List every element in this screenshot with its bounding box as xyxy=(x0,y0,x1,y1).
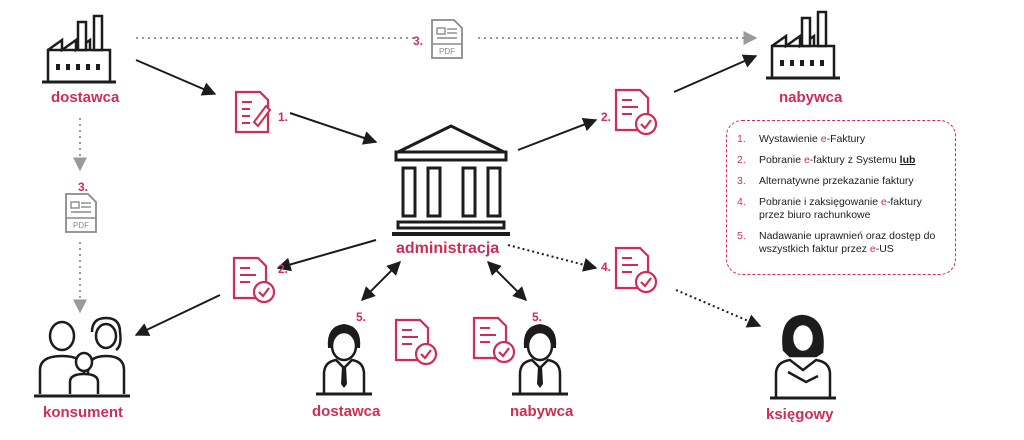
invoice-access-icon-left xyxy=(394,318,438,366)
step-number-5-right: 5. xyxy=(532,310,543,324)
legend-item-2: 2. Pobranie e-faktury z Systemu lub xyxy=(737,154,916,166)
invoice-download-icon-right xyxy=(614,88,658,136)
arrow-dotted-doc4-to-accountant xyxy=(675,289,762,328)
arrow-doc2-to-consumer xyxy=(134,294,221,336)
arrow-admin-to-doc2 xyxy=(517,117,598,151)
step-number-4: 4. xyxy=(601,260,612,274)
legend-item-5: 5. Nadawanie uprawnień oraz dostęp do ws… xyxy=(737,230,936,255)
legend-item-4: 4. Pobranie i zaksięgowanie e-faktury pr… xyxy=(737,196,922,221)
legend-item-3: 3. Alternatywne przekazanie faktury xyxy=(737,175,914,187)
step-number-3-top: 3. xyxy=(413,34,424,48)
arrow-doc2-to-buyer xyxy=(673,54,758,93)
arrow-admin-supplier-bidirectional xyxy=(361,261,401,301)
step-number-3-left: 3. xyxy=(78,180,89,194)
arrow-dotted-admin-to-doc4 xyxy=(507,244,598,272)
factory-supplier-icon xyxy=(40,14,118,84)
arrow-invoice-to-admin xyxy=(289,112,378,145)
step-number-1: 1. xyxy=(278,110,289,124)
label-supplier-top: dostawca xyxy=(51,89,120,106)
label-buyer-bottom: nabywca xyxy=(510,403,574,420)
invoice-download-icon-left xyxy=(232,256,276,304)
label-supplier-bottom: dostawca xyxy=(312,403,381,420)
invoice-booking-icon xyxy=(614,246,658,294)
step-number-2-right: 2. xyxy=(601,110,612,124)
legend-item-1: 1. Wystawienie e-Faktury xyxy=(737,133,866,145)
arrow-admin-to-doc2-left xyxy=(276,239,377,272)
label-buyer-top: nabywca xyxy=(779,89,843,106)
step-number-2-left: 2. xyxy=(278,262,289,276)
arrow-supplier-to-invoice xyxy=(135,59,217,96)
label-accountant: księgowy xyxy=(766,406,834,423)
invoice-access-icon-right xyxy=(472,316,516,364)
invoice-issue-icon xyxy=(234,90,272,134)
factory-buyer-icon xyxy=(764,10,842,80)
buyer-person-icon xyxy=(510,322,570,396)
label-administration: administracja xyxy=(396,240,500,257)
administration-building-icon xyxy=(392,124,510,236)
arrow-admin-buyer-bidirectional xyxy=(487,261,527,301)
step-number-5-left: 5. xyxy=(356,310,367,324)
supplier-person-icon xyxy=(314,322,374,396)
pdf-label-left: PDF xyxy=(73,221,89,230)
consumer-family-icon xyxy=(34,316,130,398)
legend-box: 1. Wystawienie e-Faktury 2. Pobranie e-f… xyxy=(726,120,956,275)
pdf-label-top: PDF xyxy=(439,47,455,56)
accountant-person-icon xyxy=(770,314,836,400)
label-consumer: konsument xyxy=(43,404,124,421)
